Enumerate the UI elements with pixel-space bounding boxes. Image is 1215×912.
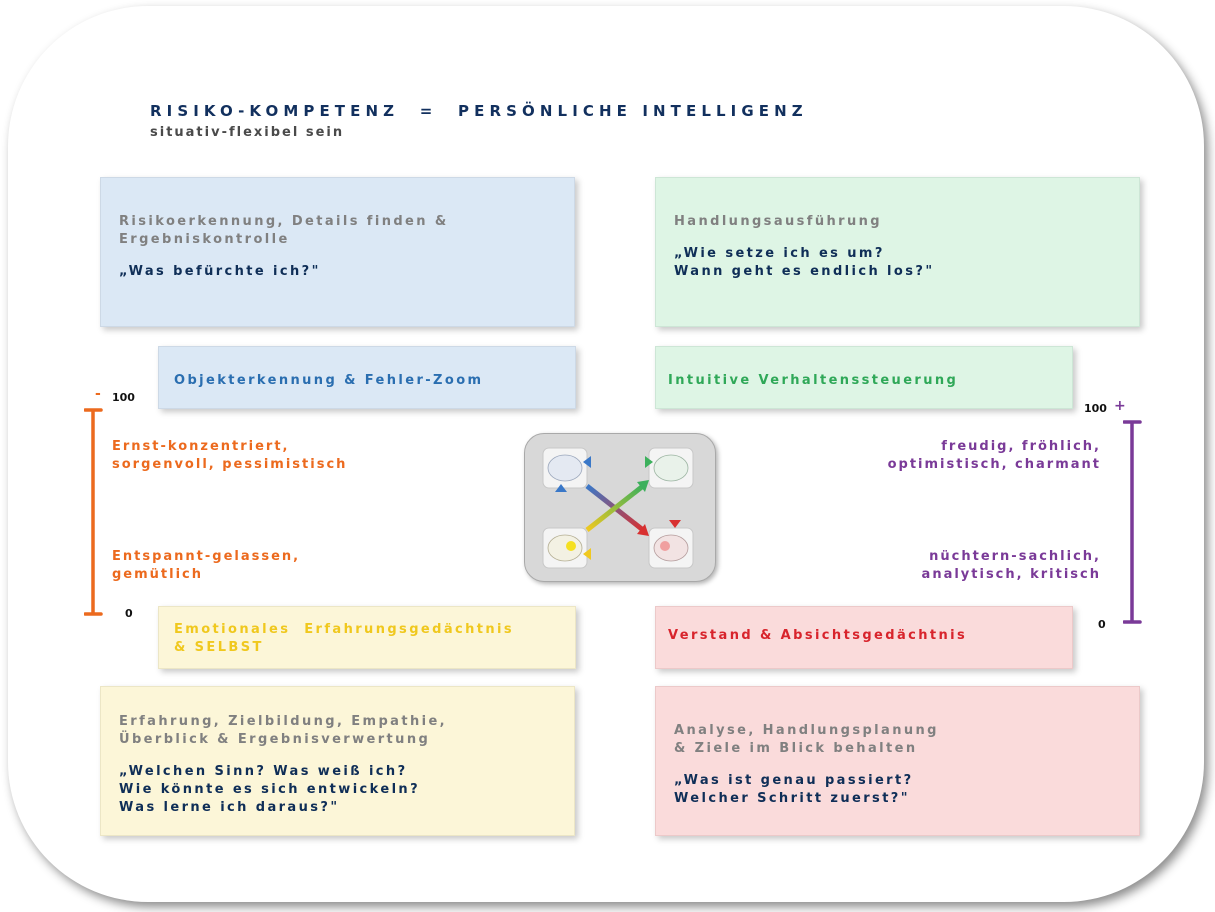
right-scale-bar — [1123, 420, 1142, 624]
quadrant-bottom-right-label: Analyse, Handlungsplanung & Ziele im Bli… — [674, 723, 939, 756]
quadrant-top-right-question: „Wie setze ich es um? Wann geht es endli… — [674, 246, 935, 279]
diagram-subtitle: situativ-flexibel sein — [150, 125, 345, 140]
right-scale-low-label: nüchtern-sachlich, analytisch, kritisch — [921, 549, 1101, 582]
quadrant-top-left: Risikoerkennung, Details finden & Ergebn… — [100, 177, 575, 327]
diagram-title: RISIKO-KOMPETENZ = PERSÖNLICHE INTELLIGE… — [150, 102, 808, 120]
quadrant-bottom-right: Analyse, Handlungsplanung & Ziele im Bli… — [655, 686, 1140, 836]
strip-top-right-label: Intuitive Verhaltenssteuerung — [668, 373, 959, 388]
quadrant-top-left-label: Risikoerkennung, Details finden & Ergebn… — [119, 214, 449, 247]
quadrant-bottom-left: Erfahrung, Zielbildung, Empathie, Überbl… — [100, 686, 575, 836]
left-scale-max: 100 — [112, 391, 135, 404]
quadrant-bottom-left-label: Erfahrung, Zielbildung, Empathie, Überbl… — [119, 714, 448, 747]
strip-bottom-right-label: Verstand & Absichtsgedächtnis — [668, 628, 968, 643]
right-scale-max: 100 — [1084, 402, 1107, 415]
strip-top-right: Intuitive Verhaltenssteuerung — [655, 346, 1073, 409]
left-scale-low-label: Entspannt-gelassen, gemütlich — [112, 549, 301, 582]
strip-top-left-label: Objekterkennung & Fehler-Zoom — [174, 373, 484, 388]
quadrant-top-right-label: Handlungsausführung — [674, 214, 882, 229]
strip-top-left: Objekterkennung & Fehler-Zoom — [158, 346, 576, 409]
brain-network-illustration — [524, 433, 716, 582]
left-scale-sign: - — [95, 386, 101, 402]
right-scale-sign: + — [1114, 398, 1126, 414]
quadrant-bottom-right-question: „Was ist genau passiert? Welcher Schritt… — [674, 773, 914, 806]
left-scale-high-label: Ernst-konzentriert, sorgenvoll, pessimis… — [112, 439, 348, 472]
left-scale-bar — [84, 408, 103, 616]
strip-bottom-left-label: Emotionales Erfahrungsgedächtnis & SELBS… — [174, 622, 515, 655]
diagram-slide: RISIKO-KOMPETENZ = PERSÖNLICHE INTELLIGE… — [8, 6, 1204, 902]
left-scale-min: 0 — [125, 607, 133, 620]
right-scale-min: 0 — [1098, 618, 1106, 631]
strip-bottom-left: Emotionales Erfahrungsgedächtnis & SELBS… — [158, 606, 576, 669]
strip-bottom-right: Verstand & Absichtsgedächtnis — [655, 606, 1073, 669]
quadrant-top-left-question: „Was befürchte ich?" — [119, 264, 321, 279]
brain-network-diagram — [542, 447, 694, 569]
quadrant-bottom-left-question: „Welchen Sinn? Was weiß ich? Wie könnte … — [119, 764, 421, 815]
right-scale-high-label: freudig, fröhlich, optimistisch, charman… — [887, 439, 1101, 472]
quadrant-top-right: Handlungsausführung „Wie setze ich es um… — [655, 177, 1140, 327]
